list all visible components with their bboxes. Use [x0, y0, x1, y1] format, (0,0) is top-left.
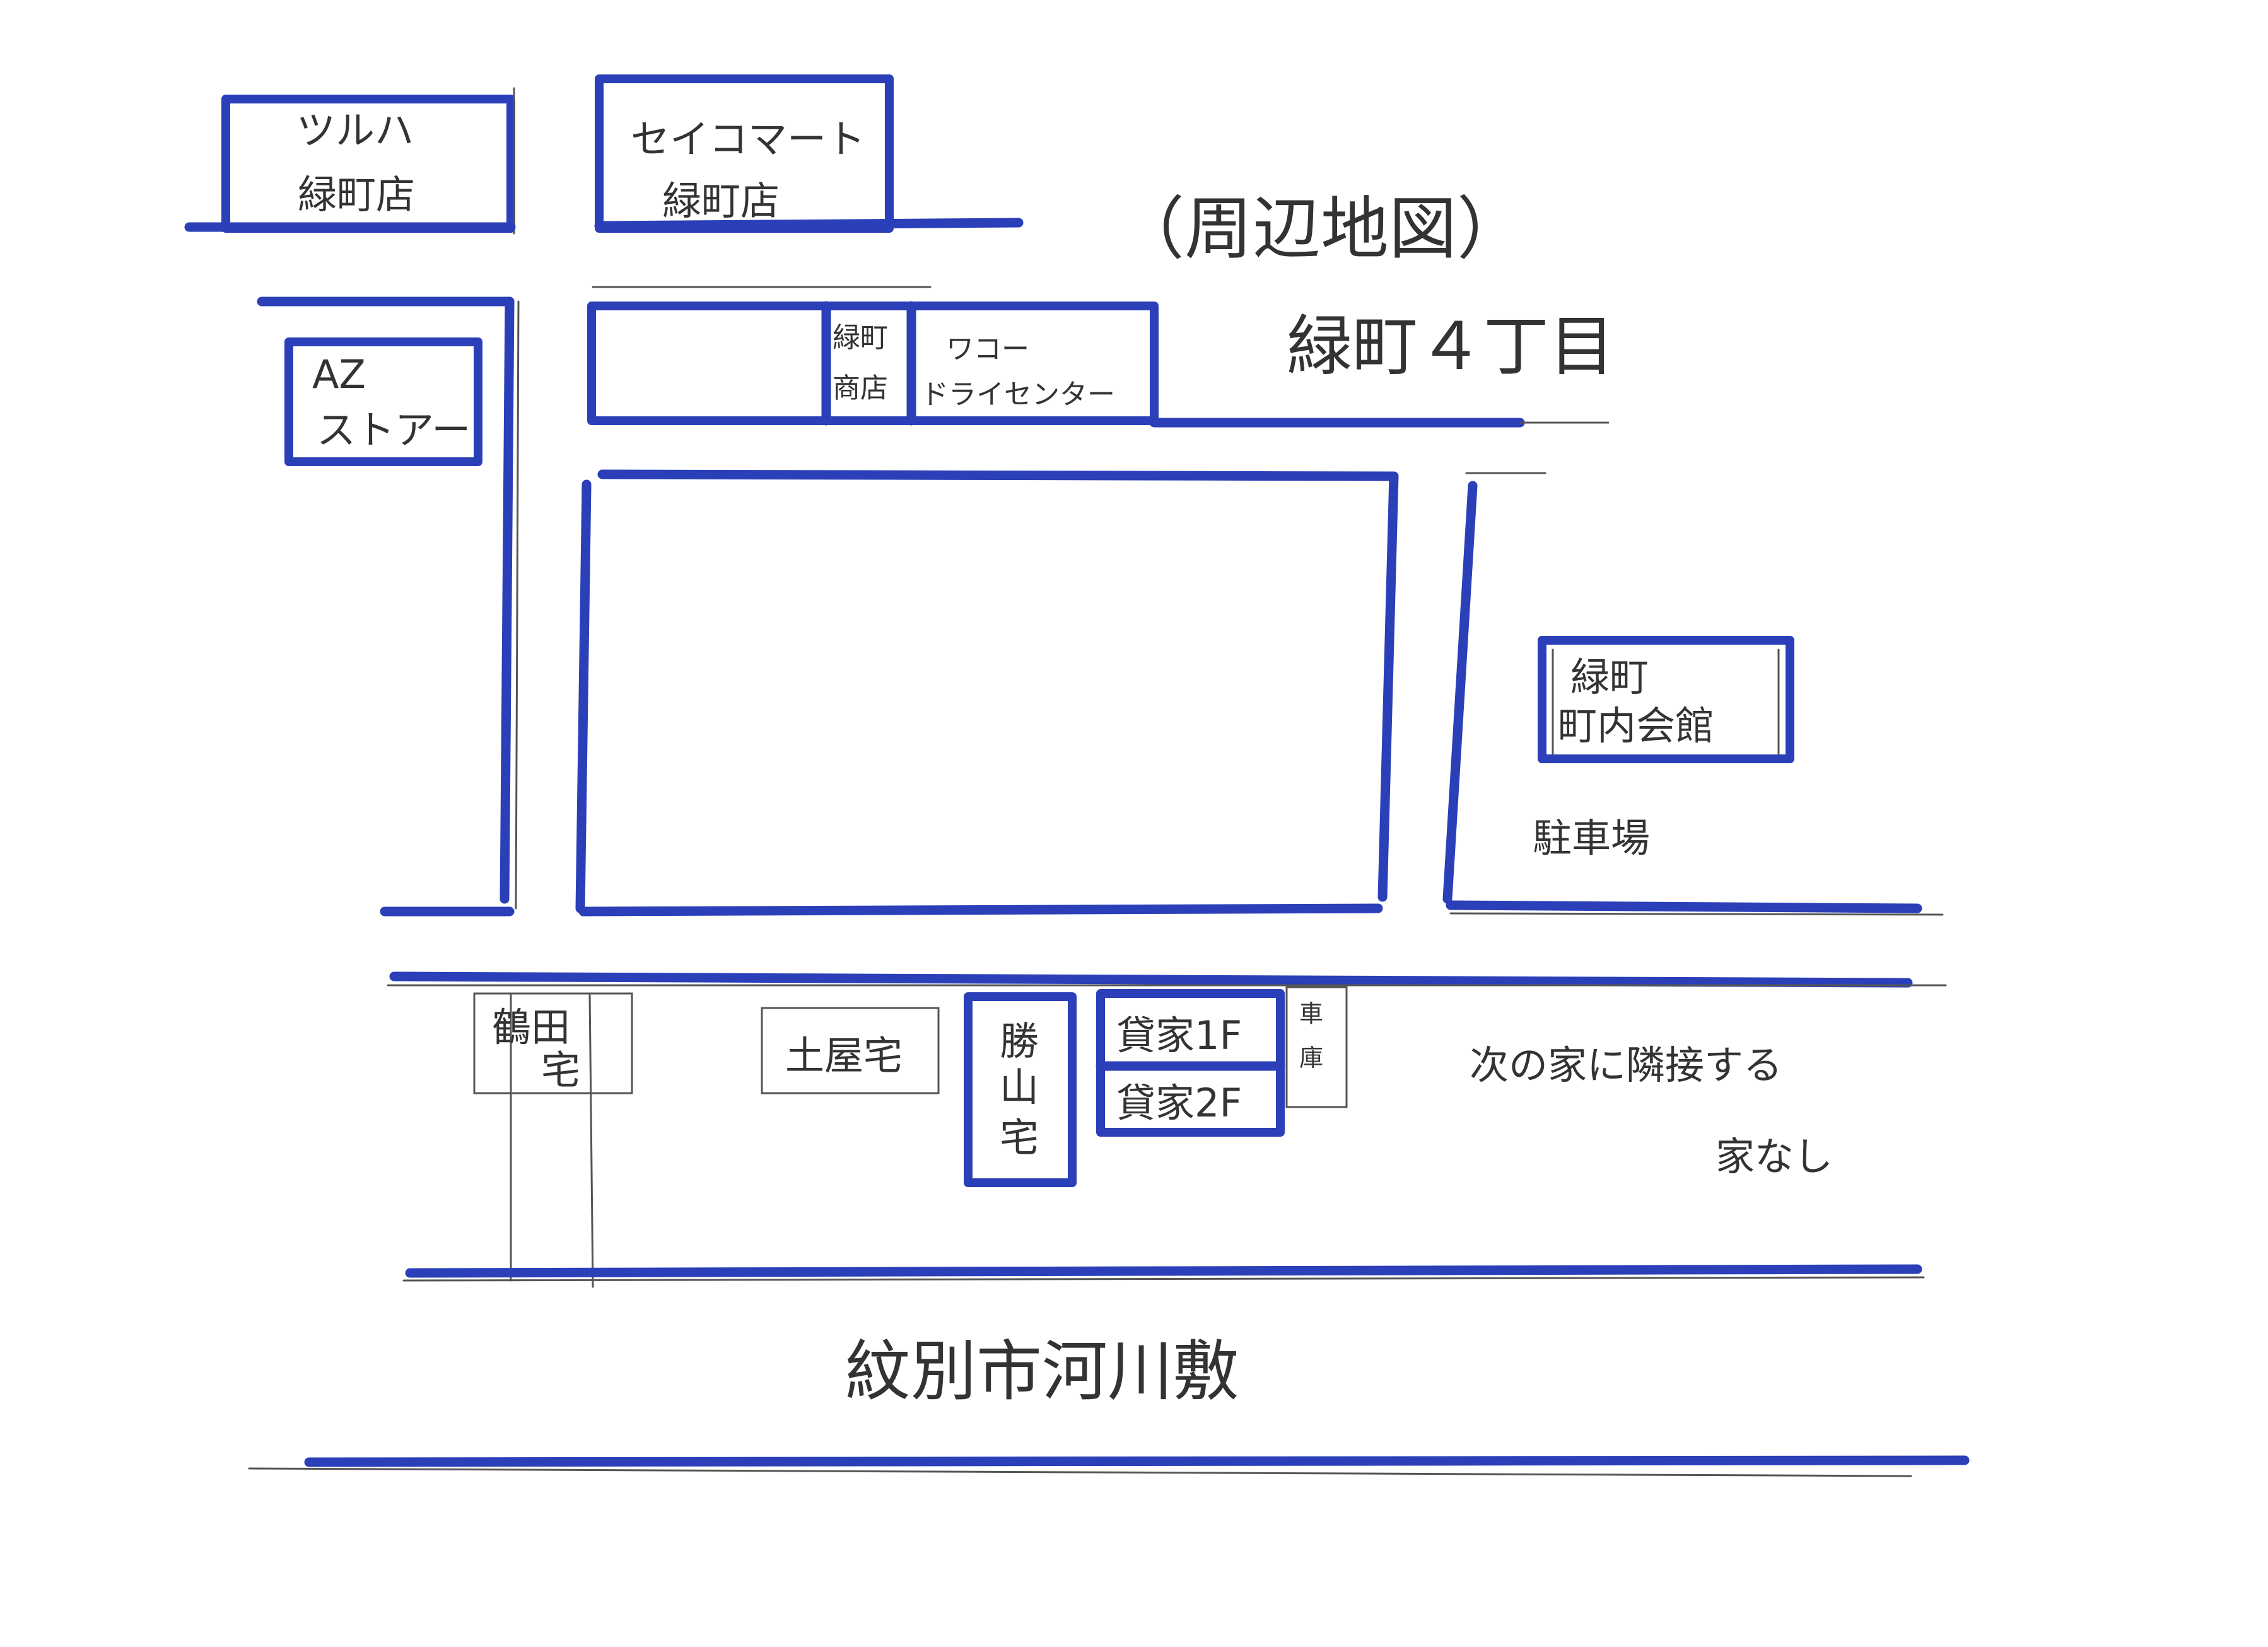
river-label: 紋別市河川敷 [845, 1333, 1239, 1410]
road-left-vertical [500, 296, 515, 904]
tsuruha-store: ツルハ 緑町店 [221, 87, 515, 235]
central-block [575, 469, 1399, 917]
katsuyama-label-2: 山 [1000, 1064, 1039, 1110]
note-line-2: 家なし [1716, 1134, 1833, 1180]
road-right-vertical [1442, 481, 1478, 904]
tsuruha-label-2: 緑町店 [298, 172, 415, 218]
tsuruta-label-2: 宅 [541, 1047, 580, 1093]
community-hall-label-2: 町内会館 [1558, 703, 1714, 749]
main-road-lower [405, 1264, 1922, 1278]
katsuyama-label-3: 宅 [1000, 1115, 1039, 1161]
rental-house: 貸家1F 貸家2F [1096, 989, 1285, 1137]
tsuruha-label-1: ツルハ [296, 107, 414, 153]
katsuyama-label-1: 勝 [1000, 1018, 1039, 1064]
community-hall: 緑町 町内会館 [1538, 636, 1794, 763]
az-store-label-2: ストアー [317, 407, 471, 453]
block-upper-center [587, 301, 1159, 426]
seicomart-label-1: セイコマート [631, 116, 865, 162]
midoricho-store-label-1: 緑町 [833, 322, 888, 354]
wako-label-1: ワコー [946, 333, 1029, 365]
tsuchiya-house: 土屋宅 [761, 1007, 940, 1094]
rental-1f-label: 貸家1F [1116, 1012, 1242, 1058]
garage-label-2: 庫 [1299, 1044, 1323, 1072]
az-store-label-1: AZ [312, 351, 366, 397]
map-title: （周辺地図） [1116, 190, 1525, 269]
road-right-lower [1446, 900, 1922, 913]
garage-label-1: 車 [1299, 1000, 1323, 1028]
tsuchiya-label: 土屋宅 [785, 1033, 903, 1079]
tsuruta-label-1: 鶴田 [492, 1004, 570, 1050]
road-top-center [594, 218, 1024, 231]
parking-label: 駐車場 [1533, 815, 1650, 861]
note-line-1: 次の家に隣接する [1470, 1042, 1782, 1088]
seicomart-store: セイコマート 緑町店 [595, 74, 894, 233]
seicomart-label-2: 緑町店 [662, 178, 780, 224]
wako-label-2: ドライセンター [921, 378, 1115, 411]
rental-2f-label: 貸家2F [1116, 1080, 1242, 1126]
river-bank-line [304, 1455, 1970, 1467]
main-road-upper [389, 971, 1913, 988]
garage: 車 庫 [1285, 986, 1348, 1108]
area-label: 緑町４丁目 [1287, 308, 1615, 385]
wako-dry-center: ワコー ドライセンター [921, 333, 1115, 411]
az-store: AZ ストアー [284, 337, 482, 466]
midoricho-store: 緑町 商店 [833, 322, 888, 404]
community-hall-label-1: 緑町 [1570, 654, 1649, 700]
katsuyama-house: 勝 山 宅 [964, 992, 1077, 1187]
midoricho-store-label-2: 商店 [833, 372, 888, 404]
tsuruta-house: 鶴田 宅 [473, 992, 633, 1288]
